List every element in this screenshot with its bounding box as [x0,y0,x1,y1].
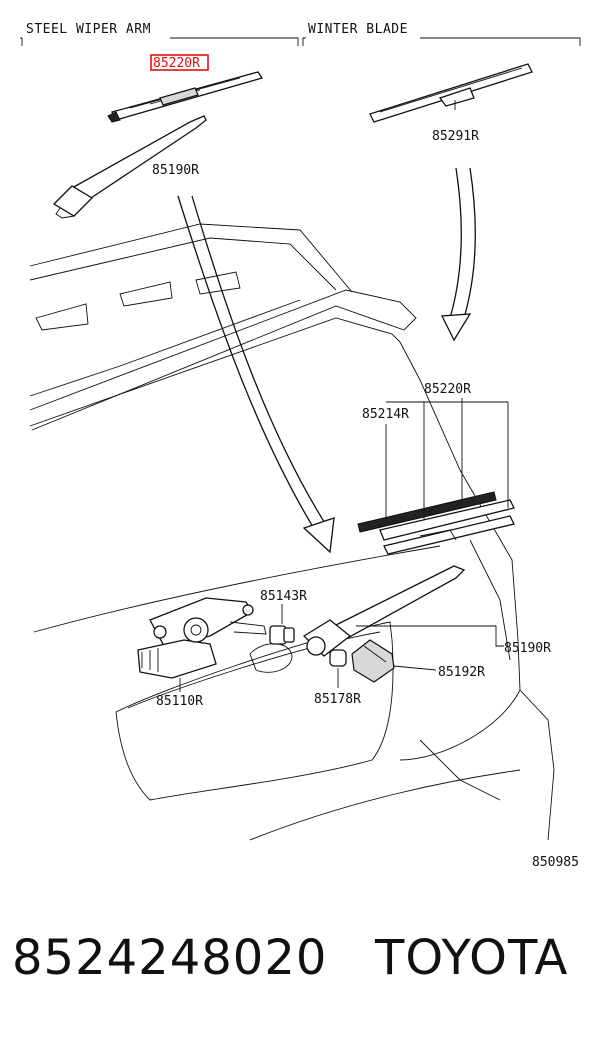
grommet [329,649,347,667]
pivot-nut [269,625,295,645]
right-section-bracket [302,37,581,46]
arrow-left-shaft [177,195,317,533]
installed-blade-assembly [357,491,515,555]
arrow-left-head [302,517,335,554]
left-section-bracket [20,37,299,46]
installed-wiper-arm [302,565,466,657]
label-85178R: 85178R [314,692,361,707]
wiper-blade-steel [107,71,264,123]
arm-cap [351,639,395,683]
label-85220R-assy: 85220R [424,382,471,397]
label-85214R: 85214R [362,407,409,422]
diagram-number: 850985 [532,855,579,870]
brand-name: TOYOTA [375,930,569,986]
arrow-right-head [440,313,472,342]
parts-diagram: STEEL WIPER ARM WINTER BLADE 85220R 8519… [20,22,581,870]
wiper-motor [137,597,267,679]
label-85190R-top: 85190R [152,163,199,178]
section-header-winter-blade: WINTER BLADE [308,22,408,37]
winter-blade [369,63,533,123]
leader-85192R [393,665,437,671]
label-85143R: 85143R [260,589,307,604]
highlight-box [150,54,209,71]
leader-85220R [386,398,509,520]
part-number: 8524248020 [12,930,328,986]
label-85110R: 85110R [156,694,203,709]
label-85190R-right: 85190R [504,641,551,656]
leader-85190R [356,625,504,647]
label-85220R-highlight: 85220R [153,56,200,71]
label-85192R: 85192R [438,665,485,680]
section-header-steel-wiper-arm: STEEL WIPER ARM [26,22,151,37]
label-85291R: 85291R [432,129,479,144]
arrow-right-shaft [449,167,463,319]
vehicle-body-outline [29,223,555,841]
wiper-arm-steel [52,115,207,219]
